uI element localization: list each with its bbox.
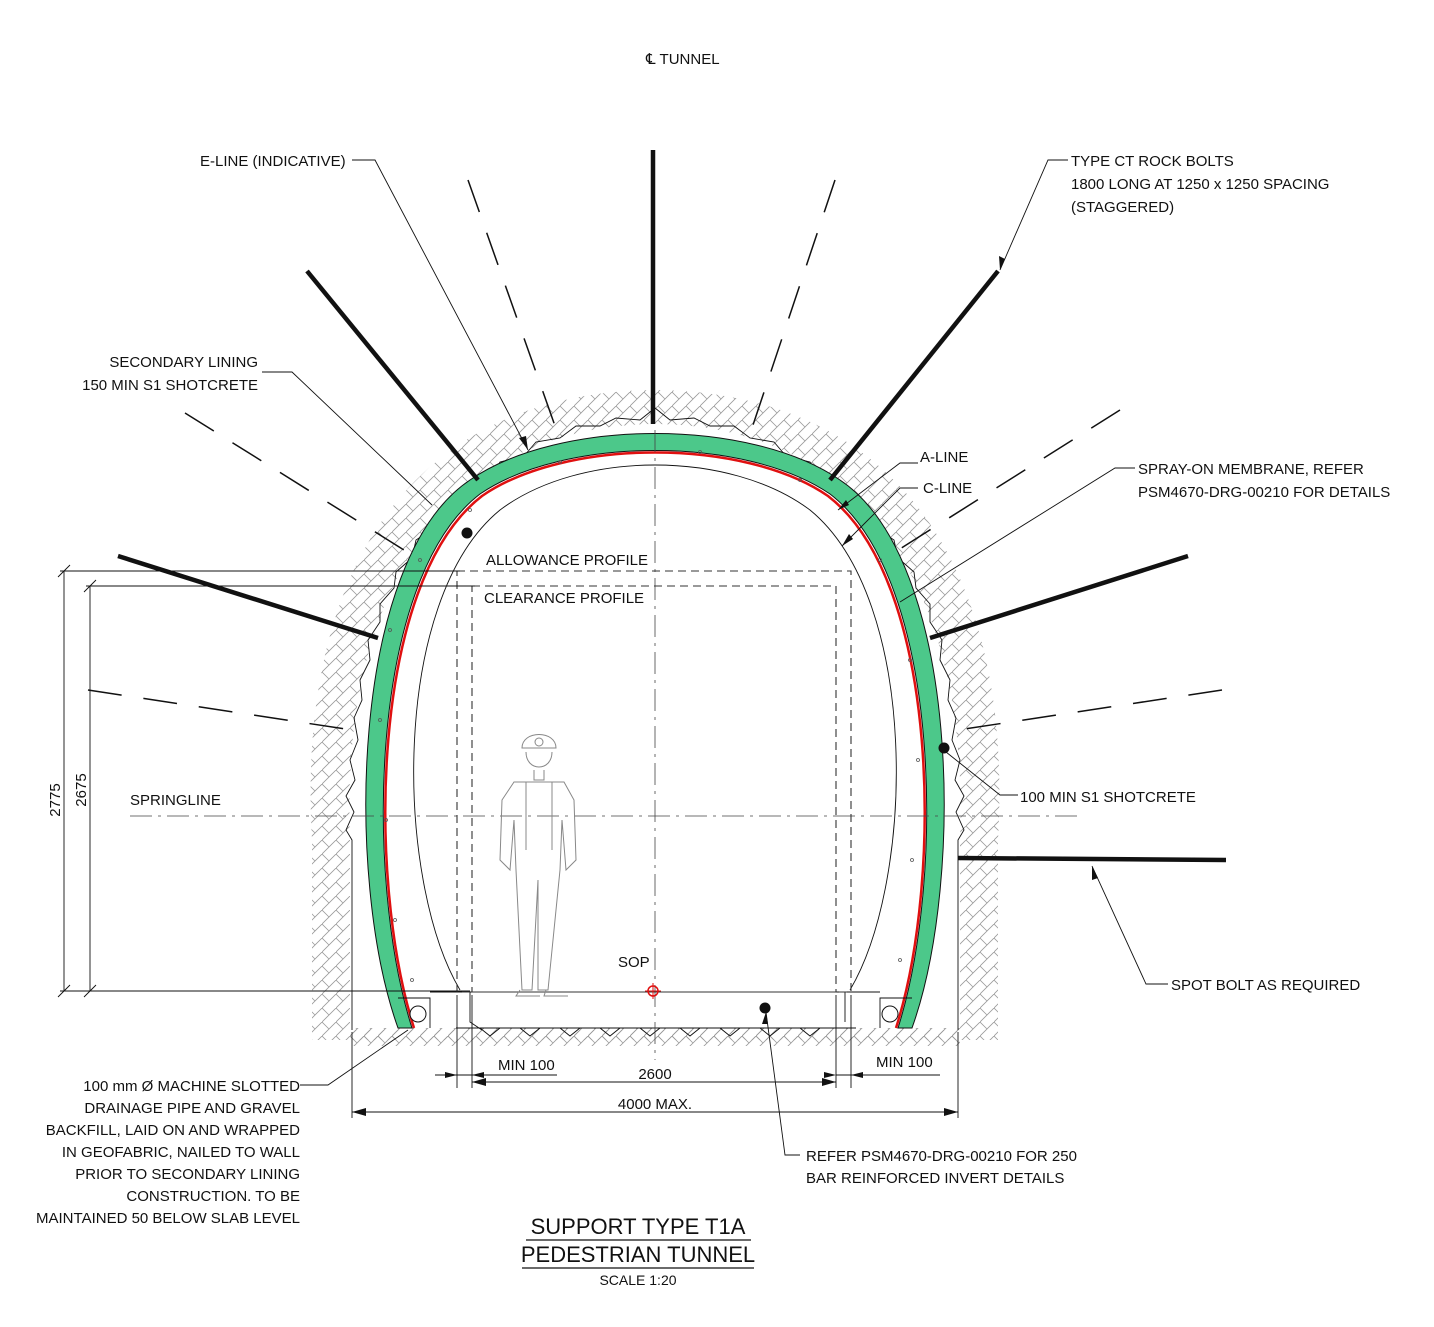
secondary-lining-label-line1: SECONDARY LINING	[109, 354, 258, 371]
invert-marker	[759, 1002, 771, 1014]
title-line1: SUPPORT TYPE T1A	[531, 1214, 746, 1239]
drainage-label: 100 mm Ø MACHINE SLOTTED DRAINAGE PIPE A…	[36, 1078, 300, 1227]
rock-bolts-label-line3: (STAGGERED)	[1071, 199, 1174, 216]
drainage-label-line5: PRIOR TO SECONDARY LINING	[75, 1166, 300, 1183]
dim-height-inner: 2675	[73, 773, 90, 806]
membrane-label-line1: SPRAY-ON MEMBRANE, REFER	[1138, 461, 1364, 478]
rock-bolts-staggered	[87, 179, 1223, 731]
dim-width-outer: 4000 MAX.	[618, 1096, 692, 1113]
drainage-label-line4: IN GEOFABRIC, NAILED TO WALL	[62, 1144, 300, 1161]
sop-marker	[645, 983, 661, 999]
title-scale: SCALE 1:20	[599, 1272, 676, 1288]
drainage-label-line7: MAINTAINED 50 BELOW SLAB LEVEL	[36, 1210, 300, 1227]
rock-bolt-left-lower	[117, 553, 379, 641]
c-line-label: C-LINE	[923, 480, 972, 497]
leader-arrows	[519, 256, 1098, 1024]
invert-label-line2: BAR REINFORCED INVERT DETAILS	[806, 1170, 1064, 1187]
springline-label: SPRINGLINE	[130, 792, 221, 809]
secondary-lining-label-line2: 150 MIN S1 SHOTCRETE	[82, 377, 258, 394]
clearance-profile-label: CLEARANCE PROFILE	[484, 590, 644, 607]
dim-height-outer: 2775	[47, 783, 64, 816]
centreline-label: ℄ TUNNEL	[645, 51, 720, 68]
invert-sawtooth	[479, 1027, 821, 1037]
drainage-label-line1: 100 mm Ø MACHINE SLOTTED	[83, 1078, 300, 1095]
primary-shotcrete-layer	[365, 433, 945, 1029]
e-line-label: E-LINE (INDICATIVE)	[200, 153, 346, 170]
worker-figure	[499, 734, 577, 997]
primary-shotcrete-label: 100 MIN S1 SHOTCRETE	[1020, 789, 1196, 806]
invert-label-line1: REFER PSM4670-DRG-00210 FOR 250	[806, 1148, 1077, 1165]
rock-bolt-right-lower	[929, 553, 1189, 641]
drainage-left	[398, 997, 431, 1028]
shotcrete-marker-right	[938, 742, 950, 754]
dimension-heights	[57, 564, 475, 998]
drainage-right	[879, 997, 912, 1028]
membrane-label-line2: PSM4670-DRG-00210 FOR DETAILS	[1138, 484, 1390, 501]
dim-min-right: MIN 100	[876, 1054, 933, 1071]
rock-bolt-right-upper	[828, 269, 1000, 482]
lining-marker-left	[461, 527, 473, 539]
rock-bolts-label-line2: 1800 LONG AT 1250 x 1250 SPACING	[1071, 176, 1329, 193]
clearance-profile	[471, 585, 837, 993]
dim-width-inner: 2600	[638, 1066, 671, 1083]
drainage-label-line3: BACKFILL, LAID ON AND WRAPPED	[46, 1122, 300, 1139]
spot-bolt	[957, 855, 1227, 863]
a-line-label: A-LINE	[920, 449, 968, 466]
secondary-lining-inner-face	[413, 464, 897, 991]
sop-label: SOP	[618, 954, 650, 971]
spray-membrane-line	[384, 451, 926, 1029]
drainage-label-line6: CONSTRUCTION. TO BE	[126, 1188, 300, 1205]
dimension-arrows	[352, 1072, 958, 1116]
drainage-label-line2: DRAINAGE PIPE AND GRAVEL	[84, 1100, 300, 1117]
rock-bolts	[117, 150, 1227, 863]
dim-min-left: MIN 100	[498, 1057, 555, 1074]
allowance-profile	[456, 570, 852, 993]
title-line2: PEDESTRIAN TUNNEL	[521, 1242, 755, 1267]
spot-bolt-label: SPOT BOLT AS REQUIRED	[1171, 977, 1360, 994]
rock-bolt-left-upper	[305, 269, 480, 482]
lining-aggregate-marks	[378, 450, 920, 982]
rock-bolts-label-line1: TYPE CT ROCK BOLTS	[1071, 153, 1234, 170]
leader-lines	[262, 159, 1168, 1156]
allowance-profile-label: ALLOWANCE PROFILE	[486, 552, 648, 569]
